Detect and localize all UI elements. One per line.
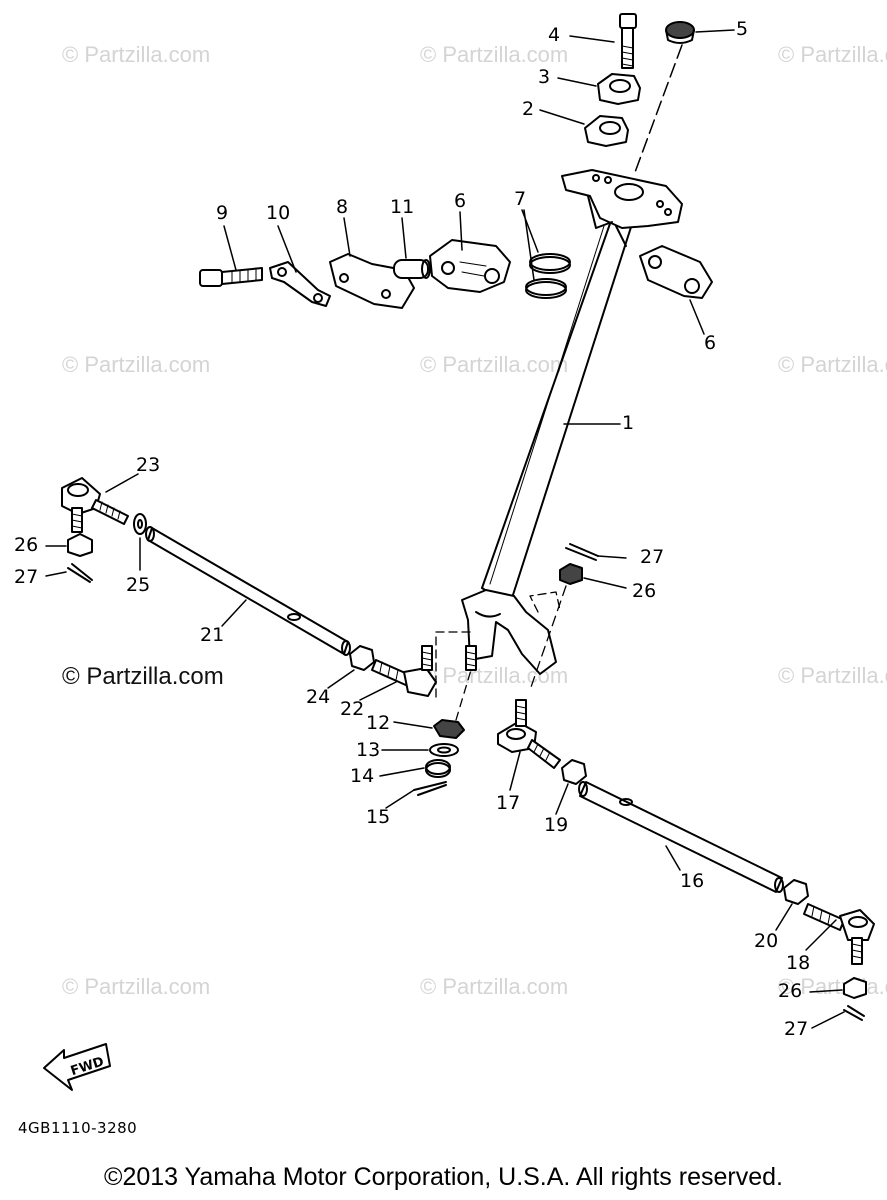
nut-20 bbox=[783, 879, 809, 905]
callout-22: 22 bbox=[340, 698, 365, 720]
watermark: © Partzilla.com bbox=[62, 42, 211, 67]
nut-19 bbox=[561, 759, 587, 785]
watermark: © Partzilla.com bbox=[778, 663, 887, 688]
watermark: © Partzilla.com bbox=[778, 352, 887, 377]
cotter-pin-27-lower-right bbox=[843, 1005, 865, 1021]
drawing-code: 4GB1110-3280 bbox=[18, 1119, 138, 1137]
watermark: © Partzilla.com bbox=[420, 974, 569, 999]
callout-11: 11 bbox=[390, 196, 415, 218]
callout-9: 9 bbox=[216, 202, 229, 224]
forward-arrow-icon: FWD bbox=[43, 1043, 111, 1091]
bolt-4 bbox=[619, 13, 637, 69]
callout-27-lower-right: 27 bbox=[784, 1018, 809, 1040]
watermark: © Partzilla.com bbox=[62, 352, 211, 377]
copyright-notice: ©2013 Yamaha Motor Corporation, U.S.A. A… bbox=[104, 1163, 783, 1191]
tie-rod-right bbox=[578, 781, 784, 893]
nut-26-upper-right bbox=[559, 563, 583, 585]
washer-25 bbox=[133, 513, 147, 535]
callout-19: 19 bbox=[544, 814, 569, 836]
callout-7: 7 bbox=[514, 188, 527, 210]
callout-2: 2 bbox=[522, 98, 535, 120]
watermark: © Partzilla.com bbox=[420, 352, 569, 377]
callout-25: 25 bbox=[126, 574, 151, 596]
callout-20: 20 bbox=[754, 930, 779, 952]
callout-18: 18 bbox=[786, 952, 811, 974]
cap-5 bbox=[665, 21, 695, 44]
callout-26-upper-right: 26 bbox=[632, 580, 657, 602]
nut-26-left bbox=[67, 533, 93, 557]
callout-26-lower-right: 26 bbox=[778, 980, 803, 1002]
watermark-main: © Partzilla.com bbox=[62, 663, 224, 690]
callout-6-left: 6 bbox=[454, 190, 467, 212]
leader-box-right bbox=[529, 591, 561, 613]
nut-12 bbox=[433, 719, 465, 739]
callout-3: 3 bbox=[538, 66, 551, 88]
callout-27-left: 27 bbox=[14, 566, 39, 588]
washer-14 bbox=[425, 759, 451, 778]
upper-bracket bbox=[561, 169, 683, 247]
cotter-pin-27-left bbox=[67, 563, 93, 583]
collar-lower bbox=[584, 115, 629, 147]
leader-dash bbox=[529, 585, 567, 691]
callout-5: 5 bbox=[736, 18, 749, 40]
oil-seals-7 bbox=[525, 253, 571, 299]
tie-rod-left bbox=[145, 526, 351, 656]
callout-23: 23 bbox=[136, 454, 161, 476]
callout-21: 21 bbox=[200, 624, 225, 646]
callout-16: 16 bbox=[680, 870, 705, 892]
callout-26-left: 26 bbox=[14, 534, 39, 556]
nut-26-lower-right bbox=[843, 977, 867, 999]
callout-1: 1 bbox=[622, 412, 635, 434]
nut-24 bbox=[349, 645, 375, 671]
stud bbox=[465, 645, 477, 671]
watermark: © Partzilla.com bbox=[62, 974, 211, 999]
watermark: © Partzilla.com bbox=[420, 42, 569, 67]
bushing-6-left bbox=[429, 239, 511, 293]
watermark: © Partzilla.com bbox=[778, 42, 887, 67]
bolt-9 bbox=[199, 267, 263, 287]
collar-11 bbox=[393, 259, 431, 279]
leader-lines bbox=[45, 29, 845, 1029]
tie-rod-end-23 bbox=[61, 477, 129, 533]
callout-15: 15 bbox=[366, 806, 391, 828]
lock-washer-10 bbox=[269, 261, 331, 307]
callout-4: 4 bbox=[548, 24, 561, 46]
callout-8: 8 bbox=[336, 196, 349, 218]
steering-shaft bbox=[481, 217, 633, 599]
leader-box-left bbox=[435, 631, 471, 701]
tie-rod-end-18 bbox=[803, 903, 875, 965]
washer-13 bbox=[429, 743, 459, 757]
cotter-pin-15 bbox=[413, 781, 447, 796]
centre-axis bbox=[633, 44, 683, 176]
tie-rod-end-22 bbox=[371, 645, 437, 697]
leader-dash bbox=[455, 659, 475, 721]
callout-14: 14 bbox=[350, 765, 375, 787]
callout-17: 17 bbox=[496, 792, 521, 814]
tie-rod-end-17 bbox=[497, 699, 561, 769]
callout-24: 24 bbox=[306, 686, 331, 708]
plate-8 bbox=[329, 253, 415, 309]
callout-12: 12 bbox=[366, 712, 391, 734]
callout-27-upper-right: 27 bbox=[640, 546, 665, 568]
cotter-pin-27-upper-right bbox=[565, 543, 599, 561]
callout-6-right: 6 bbox=[704, 332, 717, 354]
watermark: © Partzilla.com bbox=[778, 974, 887, 999]
callout-10: 10 bbox=[266, 202, 291, 224]
callout-13: 13 bbox=[356, 739, 381, 761]
collar-upper bbox=[597, 73, 641, 105]
bushing-6-right bbox=[639, 245, 713, 299]
